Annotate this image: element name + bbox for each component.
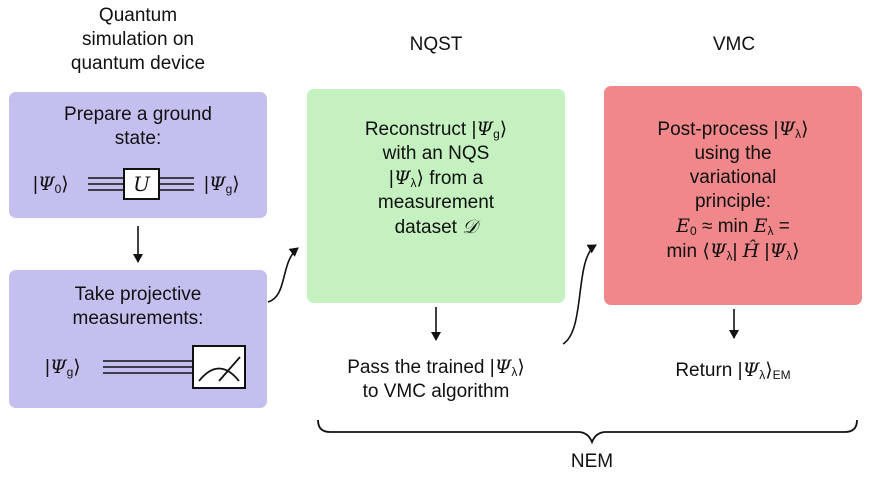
heading-nqst: NQST xyxy=(409,34,463,55)
return-label: Return |Ψλ⟩EM xyxy=(604,358,862,383)
dataset-symbol: 𝒟 xyxy=(462,216,478,238)
text-span: Post-process | xyxy=(657,119,779,140)
reconstruct-line-5: dataset 𝒟 xyxy=(307,215,565,240)
reconstruct-line-3: |Ψλ⟩ from a xyxy=(307,166,565,191)
postprocess-line-4: principle: xyxy=(694,191,772,212)
psi-subscript: g xyxy=(493,127,500,141)
reconstruct-nqs-box xyxy=(307,89,565,303)
reconstruct-line-2: with an NQS xyxy=(382,143,490,164)
text-span: ⟩ xyxy=(517,357,525,378)
psi-subscript: g xyxy=(66,365,74,379)
text-span: Pass the trained | xyxy=(347,357,495,378)
psi-symbol: Ψ xyxy=(393,167,411,189)
postprocess-vmc-box xyxy=(604,86,862,305)
unitary-gate-u: U xyxy=(123,168,160,200)
text-span: min ⟨ xyxy=(666,241,710,262)
psi-symbol: Ψ xyxy=(769,240,787,262)
prepare-title: Prepare a ground state: xyxy=(9,103,267,151)
prepare-input-state: |Ψ0⟩ xyxy=(33,173,69,196)
pass-line-1: Pass the trained |Ψλ⟩ xyxy=(307,355,565,380)
reconstruct-line-4: measurement xyxy=(377,192,495,213)
psi-symbol: Ψ xyxy=(49,356,67,378)
psi-subscript: λ xyxy=(795,127,802,141)
prepare-title-line-2: state: xyxy=(114,128,162,149)
psi-subscript: g xyxy=(225,182,233,196)
psi-subscript: λ xyxy=(511,365,518,379)
psi-symbol: Ψ xyxy=(742,359,760,381)
text-span: ⟩ from a xyxy=(416,168,484,189)
energy-symbol: E xyxy=(753,215,768,237)
hamiltonian-symbol: Ĥ xyxy=(742,240,760,262)
measure-input-state: |Ψg⟩ xyxy=(45,356,81,379)
text-span: | xyxy=(388,168,394,189)
psi-subscript: λ xyxy=(759,368,766,382)
energy-symbol: E xyxy=(676,215,691,237)
heading-quantum-line-1: Quantum xyxy=(98,5,178,26)
heading-quantum-line-3: quantum device xyxy=(70,53,206,74)
prepare-circuit-wires xyxy=(88,177,194,191)
postprocess-line-2: using the xyxy=(694,143,772,164)
measurement-circuit-wires xyxy=(103,360,193,374)
psi-symbol: Ψ xyxy=(778,118,796,140)
psi-subscript: 0 xyxy=(54,182,62,196)
psi-subscript: λ xyxy=(726,249,733,263)
measure-title-line-1: Take projective xyxy=(74,284,202,305)
postprocess-line-5: E0 ≈ min Eλ = xyxy=(604,214,862,239)
postprocess-line-6: min ⟨Ψλ| Ĥ |Ψλ⟩ xyxy=(604,239,862,264)
psi-subscript: λ xyxy=(786,249,793,263)
heading-quantum-simulation: Quantum simulation on quantum device xyxy=(18,4,258,76)
reconstruct-text: Reconstruct |Ψg⟩ with an NQS |Ψλ⟩ from a… xyxy=(307,117,565,240)
text-span: Reconstruct | xyxy=(364,119,477,140)
text-span: | xyxy=(759,241,770,262)
pass-line-2: to VMC algorithm xyxy=(362,381,510,402)
postprocess-line-1: Post-process |Ψλ⟩ xyxy=(604,117,862,142)
text-span: ⟩ xyxy=(801,119,809,140)
text-span: ≈ min xyxy=(696,216,754,237)
psi-symbol: Ψ xyxy=(494,356,512,378)
psi-symbol: Ψ xyxy=(709,240,727,262)
prepare-output-state: |Ψg⟩ xyxy=(204,173,240,196)
measure-title: Take projective measurements: xyxy=(9,283,267,331)
psi-subscript: λ xyxy=(410,176,417,190)
measure-title-line-2: measurements: xyxy=(72,308,204,329)
text-span: ⟩ xyxy=(792,241,800,262)
psi-symbol: Ψ xyxy=(208,173,226,195)
energy-subscript: 0 xyxy=(690,224,697,238)
text-span: | xyxy=(732,241,743,262)
text-span: ⟩ xyxy=(765,360,773,381)
prepare-title-line-1: Prepare a ground xyxy=(64,104,212,125)
pass-trained-label: Pass the trained |Ψλ⟩ to VMC algorithm xyxy=(307,355,565,404)
text-span: = xyxy=(773,216,790,237)
meter-icon xyxy=(192,345,246,389)
nem-brace xyxy=(317,419,858,445)
heading-quantum-line-2: simulation on xyxy=(82,29,194,50)
nem-label: NEM xyxy=(570,451,614,472)
postprocess-text: Post-process |Ψλ⟩ using the variational … xyxy=(604,117,862,264)
psi-symbol: Ψ xyxy=(37,173,55,195)
postprocess-line-3: variational xyxy=(689,167,777,188)
text-span: ⟩ xyxy=(499,119,508,140)
energy-subscript: λ xyxy=(767,224,774,238)
text-span: dataset xyxy=(394,217,463,238)
heading-vmc: VMC xyxy=(712,34,756,55)
curved-arrow-measure-to-reconstruct xyxy=(267,247,299,303)
curved-arrow-pass-to-postprocess xyxy=(562,244,597,345)
em-subscript: EM xyxy=(772,368,791,382)
reconstruct-line-1: Reconstruct |Ψg⟩ xyxy=(307,117,565,142)
text-span: Return | xyxy=(675,360,743,381)
psi-symbol: Ψ xyxy=(476,118,494,140)
